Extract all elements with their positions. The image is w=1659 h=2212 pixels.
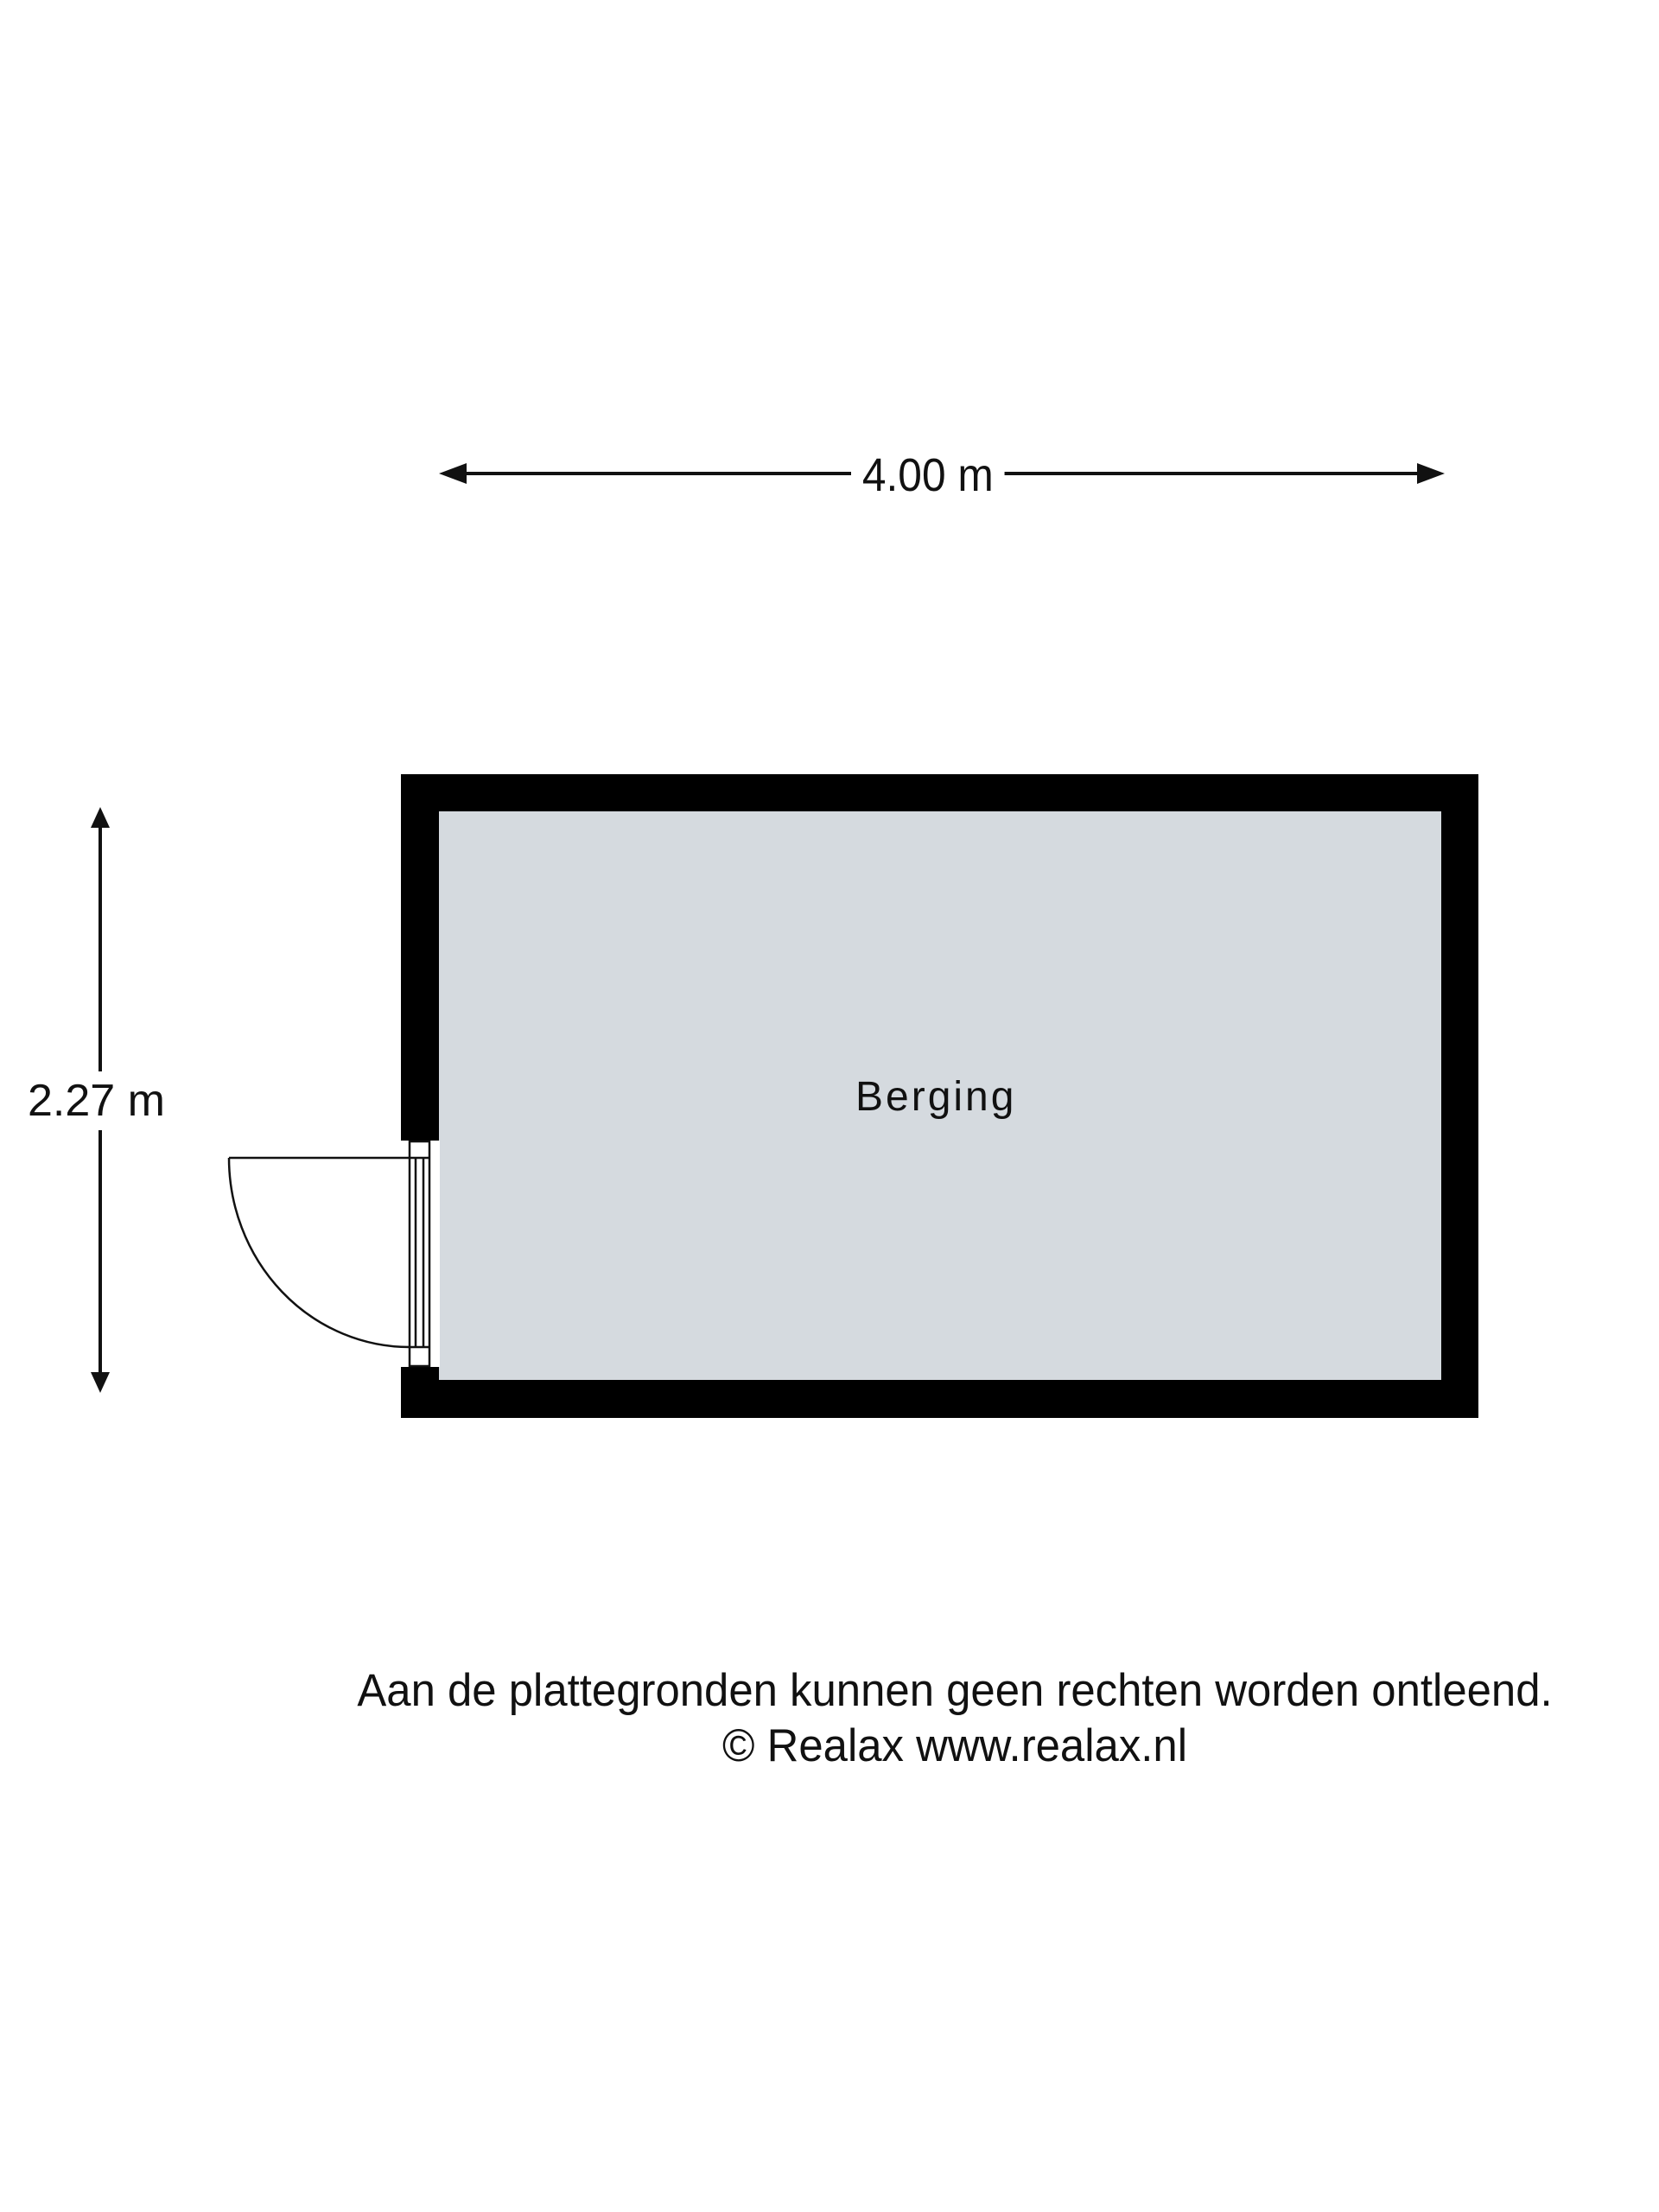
room-name-label: Berging	[855, 1074, 1017, 1120]
width-dimension-label: 4.00 m	[851, 449, 1005, 501]
disclaimer-text: Aan de plattegronden kunnen geen rechten…	[357, 1665, 1553, 1716]
height-dimension-label: 2.27 m	[26, 1071, 167, 1130]
copyright-text: © Realax www.realax.nl	[721, 1720, 1188, 1771]
door-icon	[227, 1140, 431, 1368]
room-floor	[439, 811, 1441, 1380]
footer: Aan de plattegronden kunnen geen rechten…	[259, 1663, 1650, 1774]
room-walls	[401, 774, 1478, 1418]
